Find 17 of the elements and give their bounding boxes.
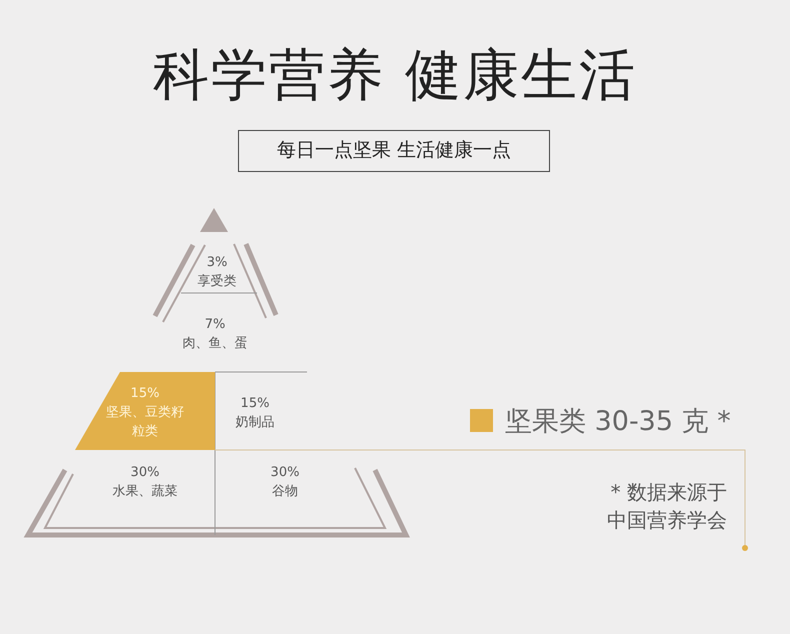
percentage-label: 7% bbox=[204, 316, 226, 334]
percentage-label: 15% bbox=[130, 385, 160, 403]
food-group-label: 坚果、豆类籽粒类 bbox=[105, 404, 185, 441]
subtitle-box: 每日一点坚果 生活健康一点 bbox=[238, 130, 550, 172]
pyramid-tier bbox=[75, 372, 215, 450]
food-group-label: 享受类 bbox=[196, 273, 238, 291]
food-group-label: 奶制品 bbox=[234, 414, 276, 432]
food-group-label: 谷物 bbox=[271, 483, 299, 501]
food-group-label: 水果、蔬菜 bbox=[112, 483, 178, 501]
source-note: * 数据来源于中国营养学会 bbox=[606, 479, 727, 534]
percentage-label: 30% bbox=[130, 464, 160, 482]
percentage-label: 30% bbox=[270, 464, 300, 482]
percentage-label: 15% bbox=[240, 395, 270, 413]
title: 科学营养 健康生活 bbox=[152, 42, 638, 110]
legend-label: 坚果类 30-35 克 * bbox=[505, 405, 731, 439]
food-group-label: 肉、鱼、蛋 bbox=[182, 335, 248, 353]
percentage-label: 3% bbox=[206, 254, 228, 272]
